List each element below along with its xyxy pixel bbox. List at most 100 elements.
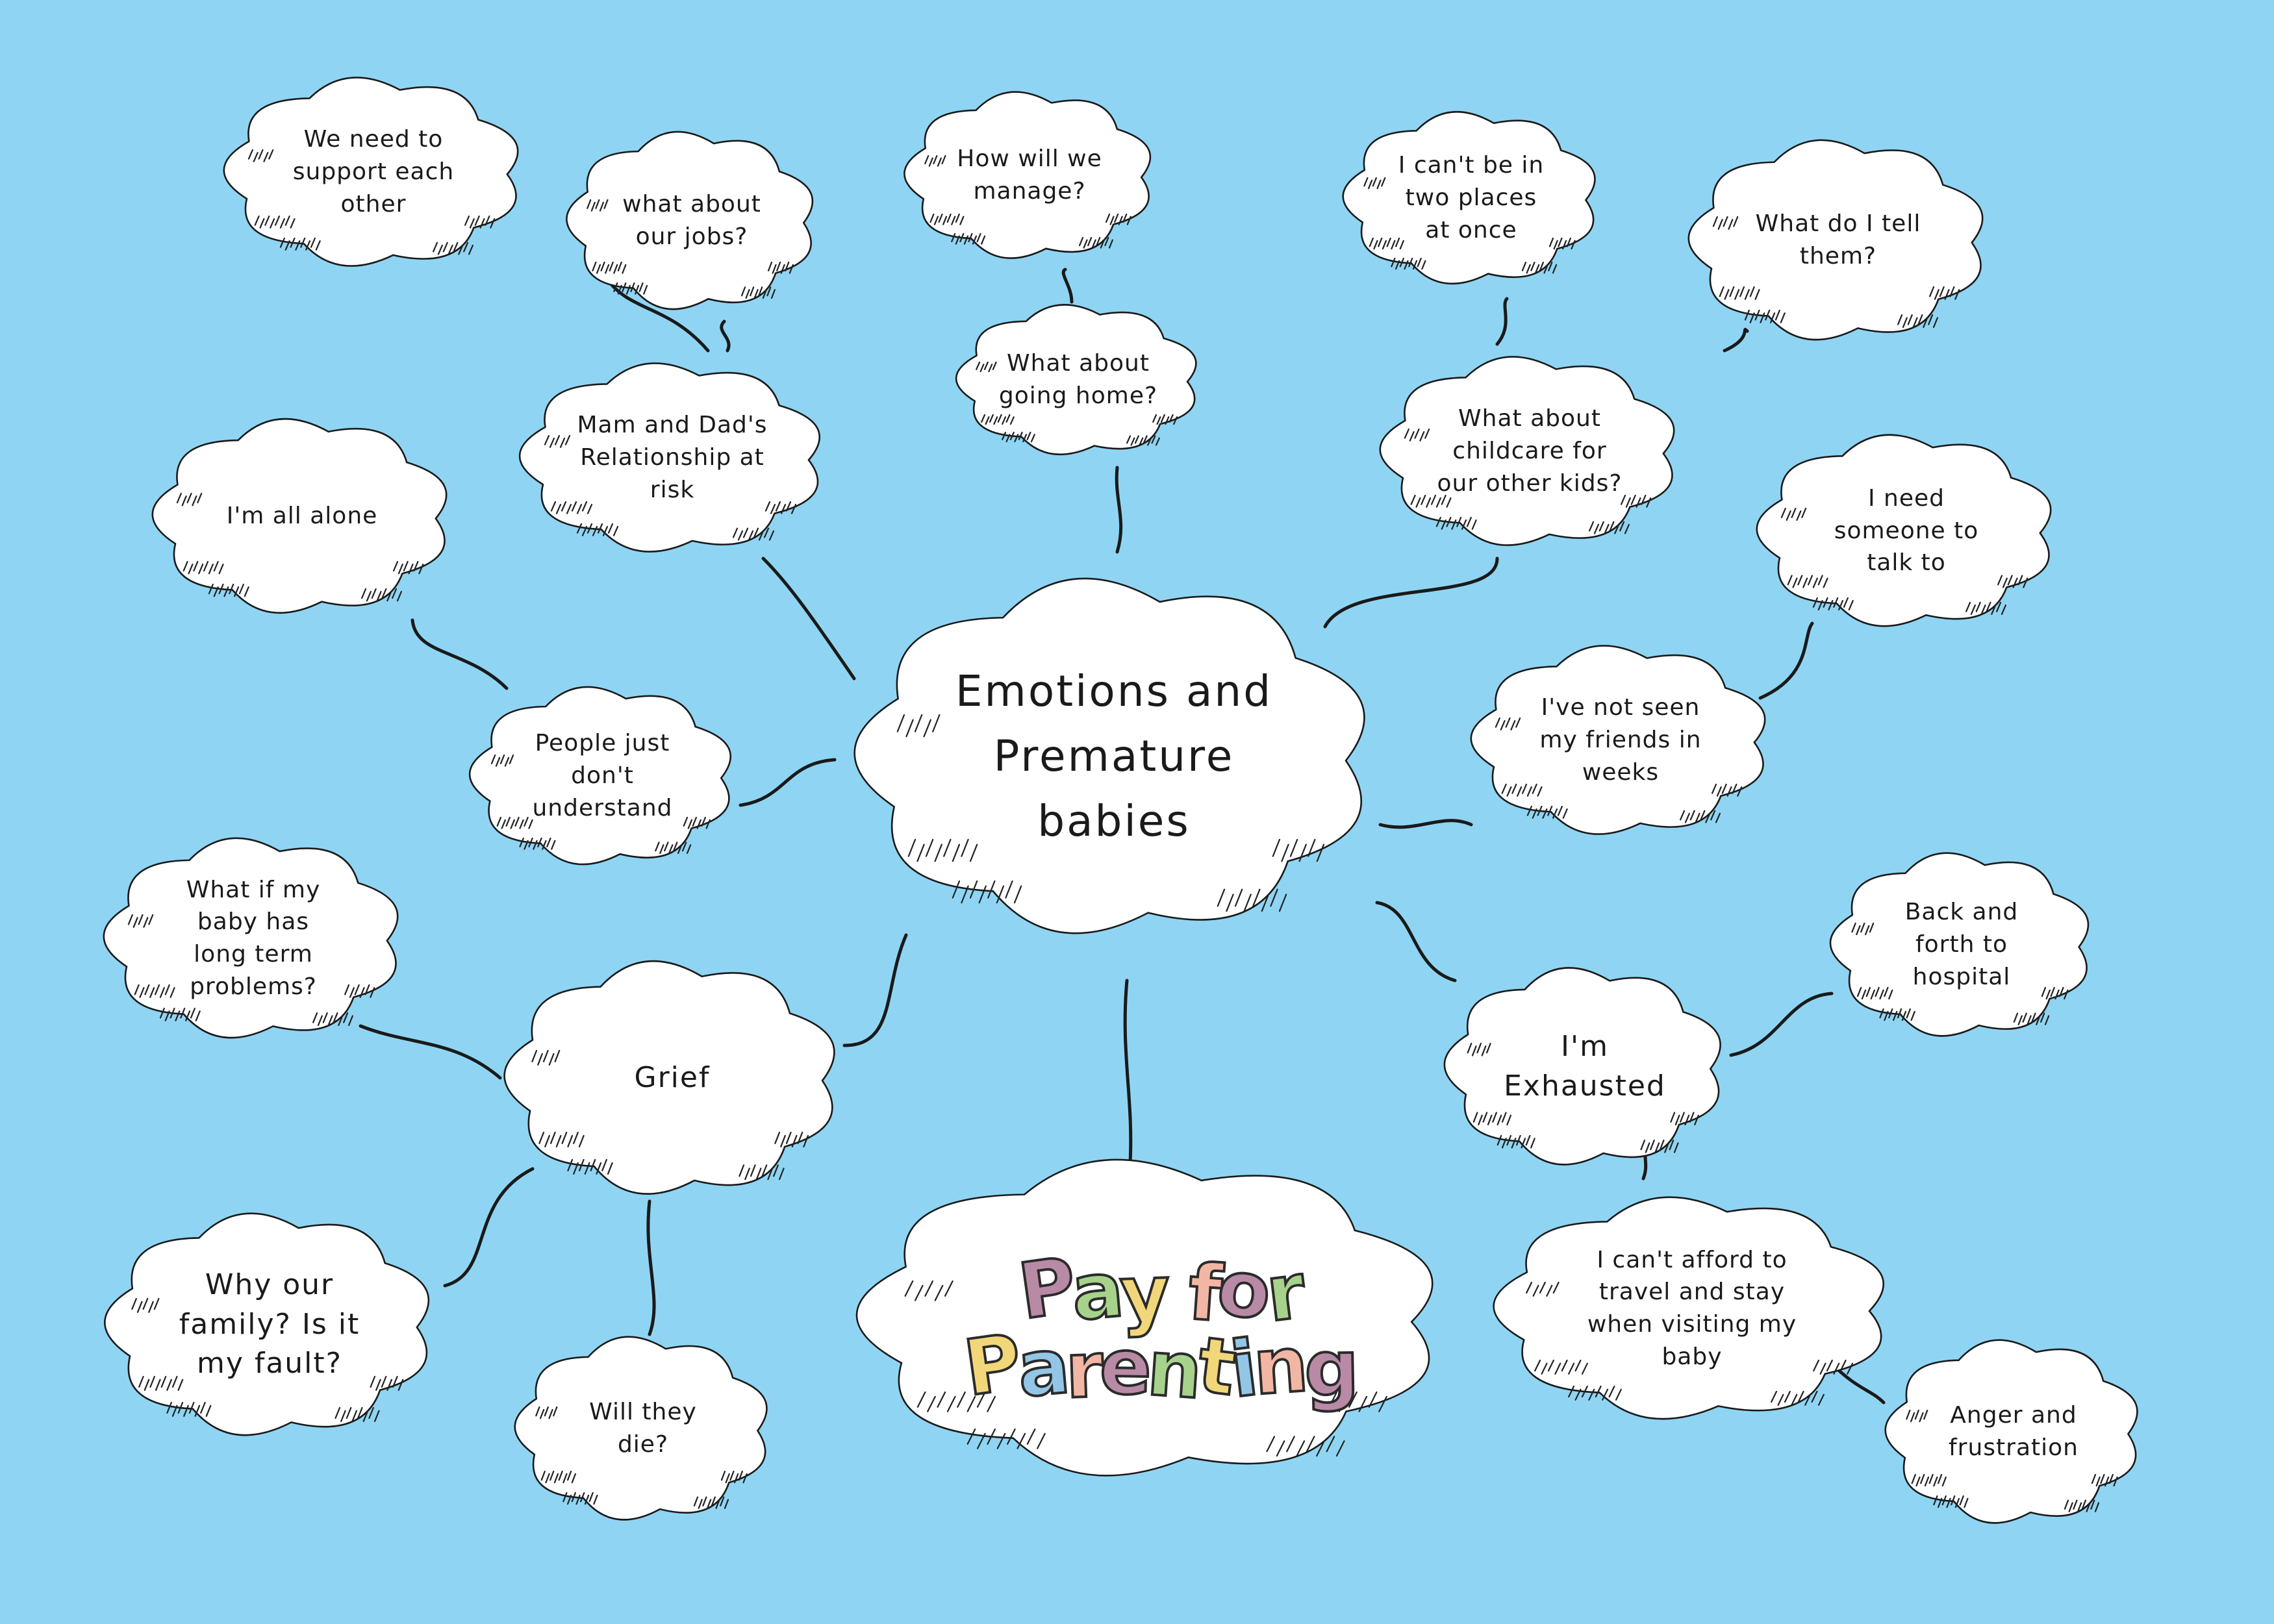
connector-line — [1115, 466, 1123, 554]
connector-line — [1729, 992, 1834, 1057]
cloud-shape — [1747, 419, 2066, 643]
cloud-shape — [1822, 838, 2101, 1052]
cloud-hatching — [1405, 429, 1650, 533]
cloud-how-manage: How will we manage? — [896, 78, 1163, 273]
cloud-outline — [855, 579, 1365, 933]
cloud-outline — [1830, 853, 2088, 1036]
cloud-central-topic: Emotions and Premature babies — [838, 549, 1390, 964]
cloud-outline — [153, 419, 446, 613]
cloud-long-term: What if my baby has long term problems? — [94, 821, 412, 1055]
node-why-family: Why our family? Is it my fault? — [179, 1268, 360, 1380]
cloud-outline — [566, 132, 813, 309]
cloud-exhausted: I'm Exhausted — [1435, 951, 1734, 1182]
cloud-outline — [1343, 112, 1595, 284]
cloud-shape — [1877, 1325, 2150, 1539]
central-topic: Emotions and Premature babies — [955, 666, 1273, 847]
node-will-die: Will they die? — [589, 1399, 697, 1458]
cloud-hatching — [925, 156, 1131, 248]
cloud-support-each-other: We need to support each other — [214, 62, 533, 282]
logo-letter: y — [1117, 1247, 1173, 1341]
node-going-home: What about going home? — [998, 350, 1158, 409]
connector-line — [842, 933, 908, 1047]
cloud-shape — [461, 672, 744, 880]
cloud-why-family: Why our family? Is it my fault? — [94, 1195, 445, 1455]
cloud-shape — [1371, 341, 1689, 562]
cloud-relationship: Mam and Dad's Relationship at risk — [510, 347, 835, 568]
cloud-outline — [505, 961, 835, 1193]
node-support-each-other: We need to support each other — [292, 126, 455, 218]
cloud-hatching — [129, 915, 374, 1025]
cloud-all-alone: I'm all alone — [143, 403, 461, 630]
cloud-outline — [1757, 435, 2051, 626]
node-long-term: What if my baby has long term problems? — [186, 876, 321, 1000]
cloud-not-understand: People just don't understand — [461, 672, 744, 880]
node-childcare: What about childcare for our other kids? — [1437, 405, 1623, 497]
node-our-jobs: what about our jobs? — [622, 191, 761, 250]
cloud-hatching — [249, 150, 494, 254]
cloud-shape — [838, 1133, 1461, 1503]
cloud-outline — [1445, 968, 1721, 1164]
node-need-someone: I need someone to talk to — [1834, 484, 1979, 577]
cloud-shape — [559, 117, 825, 325]
connector-line — [1378, 819, 1473, 829]
logo-letter: n — [1249, 1318, 1312, 1414]
cloud-shape — [94, 821, 412, 1055]
cloud-shape — [1461, 630, 1780, 851]
cloud-hatching — [132, 1299, 403, 1421]
cloud-hatching — [905, 1281, 1387, 1456]
cloud-outline — [105, 1214, 429, 1435]
cloud-hatching — [1906, 1410, 2117, 1512]
cloud-going-home: What about going home? — [948, 292, 1208, 468]
cloud-hatching — [1782, 508, 2027, 614]
node-how-manage: How will we manage? — [957, 145, 1102, 205]
cloud-hatching — [1468, 1043, 1699, 1153]
cloud-outline — [1494, 1197, 1884, 1419]
node-exhausted: I'm Exhausted — [1504, 1029, 1666, 1103]
cloud-shape — [1335, 97, 1608, 299]
cloud-outline — [956, 305, 1196, 454]
cloud-anger: Anger and frustration — [1877, 1325, 2150, 1539]
connector-line — [1323, 556, 1499, 629]
node-tell-them: What do I tell them? — [1755, 210, 1921, 269]
connector-line — [443, 1167, 535, 1288]
cloud-shape — [1481, 1179, 1903, 1438]
connector-line — [411, 618, 509, 690]
connector-line — [1123, 979, 1133, 1164]
cloud-hatching — [492, 755, 710, 853]
cloud-outline — [515, 1337, 767, 1520]
logo-letter: e — [1097, 1320, 1153, 1413]
cloud-hatching — [545, 436, 796, 540]
logo-letter: g — [1302, 1321, 1361, 1414]
cloud-shape — [214, 62, 533, 282]
cloud-childcare: What about childcare for our other kids? — [1371, 341, 1689, 562]
node-two-places: I can't be in two places at once — [1398, 152, 1545, 244]
connector-line — [1723, 327, 1749, 353]
cloud-outline — [1886, 1340, 2138, 1523]
cloud-outline — [1689, 140, 1982, 340]
cloud-outline — [1471, 645, 1765, 834]
cloud-shape — [896, 78, 1163, 273]
cloud-back-forth: Back and forth to hospital — [1822, 838, 2101, 1052]
cloud-hatching — [1713, 217, 1959, 327]
node-not-seen-friends: I've not seen my friends in weeks — [1539, 694, 1702, 786]
connector-line — [605, 277, 710, 353]
connector-line — [1375, 901, 1457, 982]
cloud-hatching — [1364, 178, 1574, 273]
cloud-shape — [94, 1195, 445, 1455]
cloud-shape — [507, 1321, 779, 1536]
connector-line — [1061, 268, 1074, 304]
cloud-shape — [948, 292, 1208, 468]
cloud-hatching — [898, 715, 1324, 911]
connector-line — [720, 319, 731, 353]
connector-line — [761, 556, 856, 681]
cloud-hatching — [976, 362, 1177, 445]
cloud-outline — [857, 1160, 1432, 1476]
cloud-hatching — [587, 200, 793, 298]
cloud-shape — [838, 549, 1390, 964]
cloud-outline — [1380, 356, 1674, 545]
